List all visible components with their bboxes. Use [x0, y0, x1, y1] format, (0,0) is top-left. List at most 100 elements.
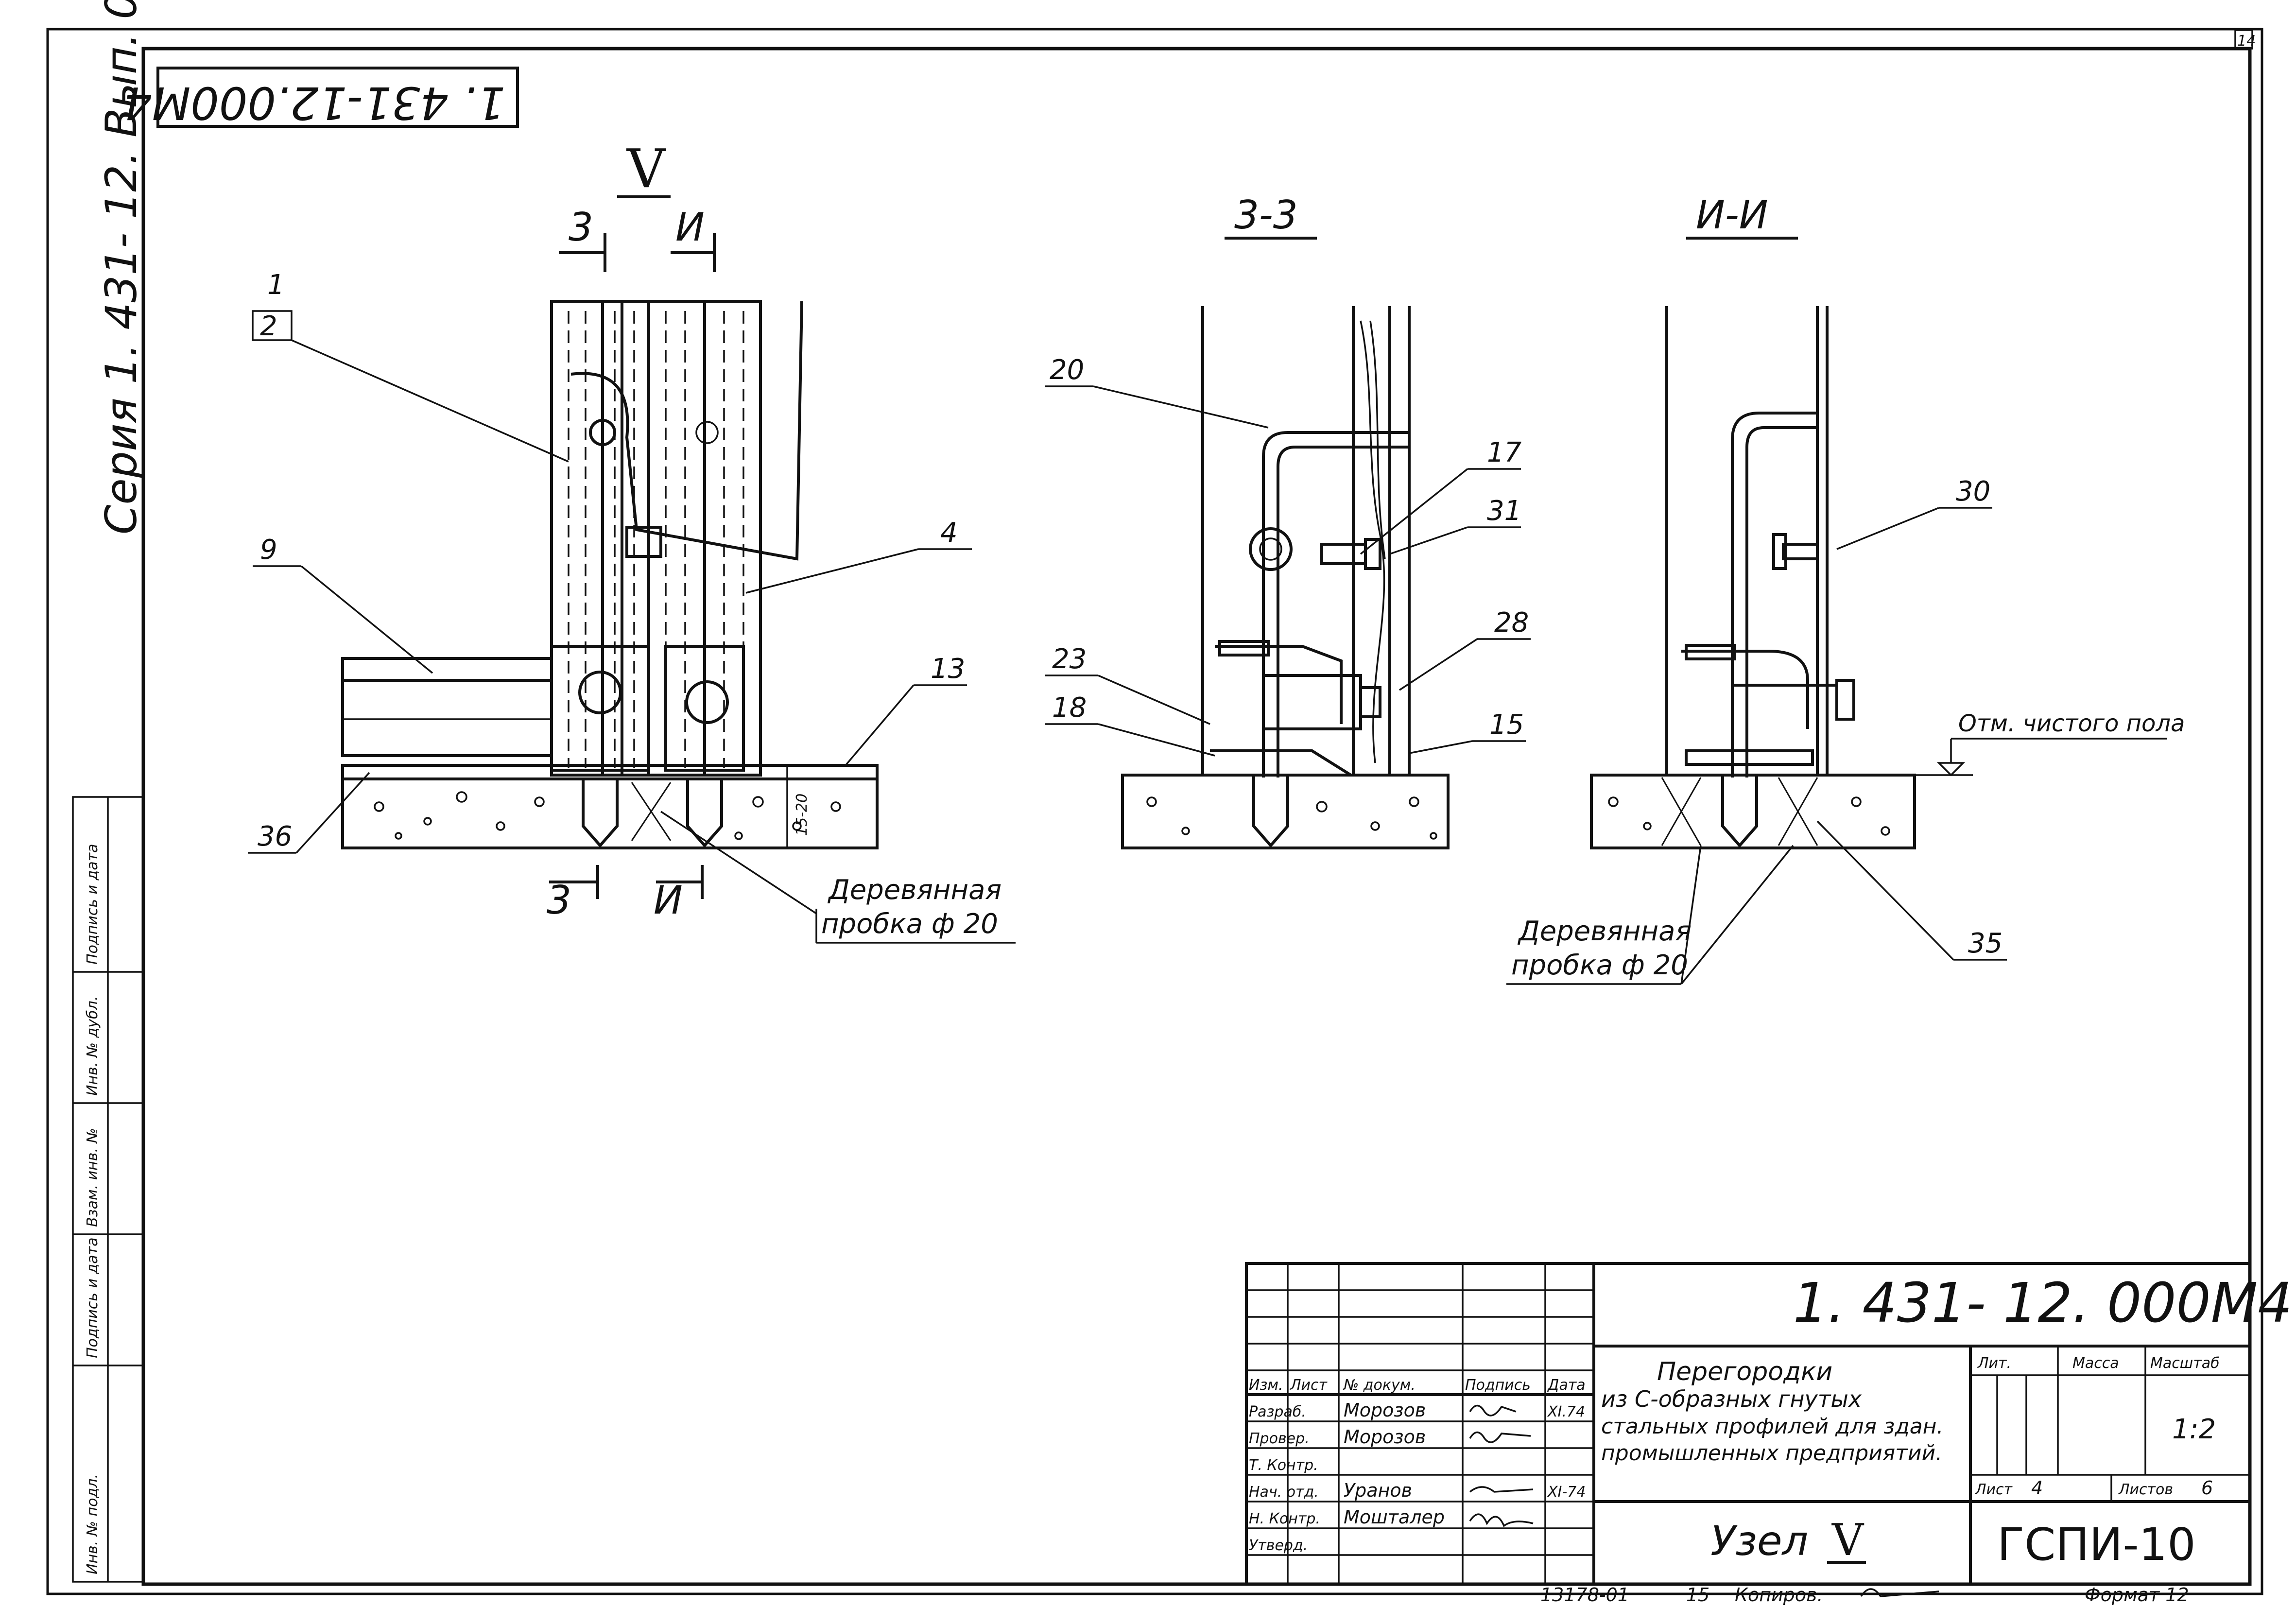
node-view: V 3 И 3 И: [248, 138, 1016, 944]
callout-35: 35: [1816, 820, 2007, 961]
title-block-code: 1. 431- 12. 000М4: [1793, 1272, 2293, 1335]
svg-text:3: 3: [569, 205, 593, 250]
callout-36: 36: [248, 772, 370, 854]
svg-text:Деревянная: Деревянная: [1517, 916, 1692, 947]
sheet-name: Узел: [1710, 1517, 1808, 1565]
cut-mark-i-bottom: И: [654, 865, 704, 923]
signature-moshtaler: [1469, 1513, 1534, 1527]
signature-morozov-2: [1469, 1431, 1531, 1443]
callout-1: 1: [267, 269, 285, 301]
col-header-list: Лист: [1290, 1377, 1328, 1394]
side-stamp: Инв. № подл. Подпись и дата Взам. инв. №…: [72, 796, 144, 1583]
row-name-1: Морозов: [1344, 1426, 1426, 1448]
row-role-5: Утверд.: [1249, 1537, 1308, 1554]
sheet-number: 14: [2237, 33, 2256, 50]
footer-copied-by: Копиров.: [1735, 1584, 1823, 1606]
svg-text:18: 18: [1052, 692, 1087, 724]
callout-30: 30: [1836, 476, 1992, 550]
svg-text:Деревянная: Деревянная: [827, 874, 1001, 906]
stamp-label-inv-dup: Инв. № дубл.: [84, 996, 101, 1096]
row-role-0: Разраб.: [1249, 1403, 1306, 1420]
lit-label: Лит.: [1977, 1355, 2011, 1372]
svg-text:36: 36: [258, 821, 292, 852]
title-block: Изм. Лист № докум. Подпись Дата Разраб. …: [1245, 1262, 2293, 1586]
series-side-text: Серия 1. 431- 12. Вып. 0: [96, 0, 146, 535]
col-header-doc: № докум.: [1343, 1377, 1416, 1394]
cut-mark-i-top: И: [671, 205, 716, 272]
desc-line-4: промышленных предприятий.: [1601, 1441, 1942, 1466]
svg-text:2: 2: [260, 311, 277, 342]
row-date-0: XI.74: [1547, 1403, 1585, 1420]
callout-31: 31: [1389, 495, 1521, 555]
cut-mark-3-bottom: 3: [547, 865, 599, 923]
section-i-i-title: И-И: [1696, 192, 1768, 238]
svg-text:И: И: [675, 205, 705, 250]
svg-text:4: 4: [940, 517, 958, 549]
svg-text:30: 30: [1956, 476, 1990, 507]
svg-text:И: И: [654, 878, 683, 923]
col-header-izm: Изм.: [1249, 1377, 1283, 1394]
callout-23: 23: [1045, 643, 1210, 725]
dim-15-20: 15-20: [794, 794, 811, 836]
cut-mark-3-top: 3: [559, 205, 606, 272]
stamp-label-inv-orig: Инв. № подл.: [84, 1474, 101, 1574]
callout-28: 28: [1399, 607, 1531, 691]
svg-text:пробка ф 20: пробка ф 20: [821, 908, 998, 940]
callout-17: 17: [1360, 437, 1522, 555]
row-role-4: Н. Контр.: [1249, 1510, 1320, 1527]
callout-9: 9: [253, 534, 433, 674]
sheets-value: 6: [2201, 1477, 2213, 1499]
sheets-label: Листов: [2118, 1481, 2173, 1498]
footer-copied-signature: [1860, 1588, 1939, 1597]
callout-13: 13: [845, 653, 967, 766]
row-name-4: Мошталер: [1344, 1506, 1445, 1528]
node-view-title: V: [626, 138, 667, 200]
row-name-3: Уранов: [1344, 1480, 1412, 1501]
mass-label: Масса: [2072, 1355, 2119, 1372]
svg-text:пробка ф 20: пробка ф 20: [1511, 950, 1688, 981]
svg-text:13: 13: [931, 653, 965, 685]
desc-line-3: стальных профилей для здан.: [1601, 1414, 1944, 1439]
sheet-value: 4: [2031, 1477, 2043, 1499]
org-name: ГСПИ-10: [1997, 1519, 2196, 1571]
callout-15: 15: [1409, 709, 1526, 754]
col-header-date: Дата: [1547, 1377, 1586, 1394]
row-role-3: Нач. отд.: [1249, 1484, 1319, 1501]
section-3-3-title: 3-3: [1234, 192, 1298, 238]
svg-text:15: 15: [1489, 709, 1524, 741]
svg-text:17: 17: [1487, 437, 1522, 468]
callout-20: 20: [1045, 354, 1269, 429]
desc-line-2: из С-образных гнутых: [1601, 1386, 1862, 1412]
signature-uranov: [1469, 1486, 1534, 1493]
svg-text:20: 20: [1050, 354, 1084, 386]
section-3-3: 3-3 20 17: [1045, 192, 1531, 849]
scale-label: Масштаб: [2150, 1355, 2220, 1372]
doc-code-top: 1. 431-12.000М4: [123, 77, 505, 129]
footer-archive: 13178-01: [1540, 1584, 1629, 1606]
row-role-2: Т. Контр.: [1249, 1457, 1318, 1474]
svg-text:35: 35: [1968, 928, 2003, 959]
scale-value: 1:2: [2172, 1414, 2216, 1445]
callout-2: 2: [252, 310, 569, 463]
footer: 13178-01 15 Копиров. Формат 12: [1540, 1584, 2189, 1606]
stamp-label-sign-date-1: Подпись и дата: [84, 1238, 101, 1359]
row-name-0: Морозов: [1344, 1400, 1426, 1421]
row-date-3: XI-74: [1547, 1484, 1586, 1501]
signature-morozov-1: [1469, 1404, 1517, 1417]
note-wood-plug-1: Деревянная пробка ф 20: [660, 811, 1016, 944]
desc-line-1: Перегородки: [1657, 1357, 1832, 1386]
svg-text:1: 1: [267, 269, 285, 301]
footer-format: Формат 12: [2085, 1584, 2189, 1606]
svg-text:3: 3: [547, 878, 571, 923]
col-header-sign: Подпись: [1465, 1377, 1531, 1394]
sheet-label: Лист: [1975, 1481, 2013, 1498]
stamp-label-sign-date-2: Подпись и дата: [84, 844, 101, 965]
footer-copy-no: 15: [1686, 1584, 1709, 1606]
stamp-label-replace-inv: Взам. инв. №: [84, 1128, 101, 1227]
svg-text:31: 31: [1487, 495, 1521, 527]
callout-4: 4: [745, 517, 972, 594]
floor-level-mark: Отм. чистого пола: [1958, 710, 2185, 737]
row-role-1: Провер.: [1249, 1430, 1310, 1447]
top-code-box: 1. 431-12.000М4: [123, 67, 519, 129]
